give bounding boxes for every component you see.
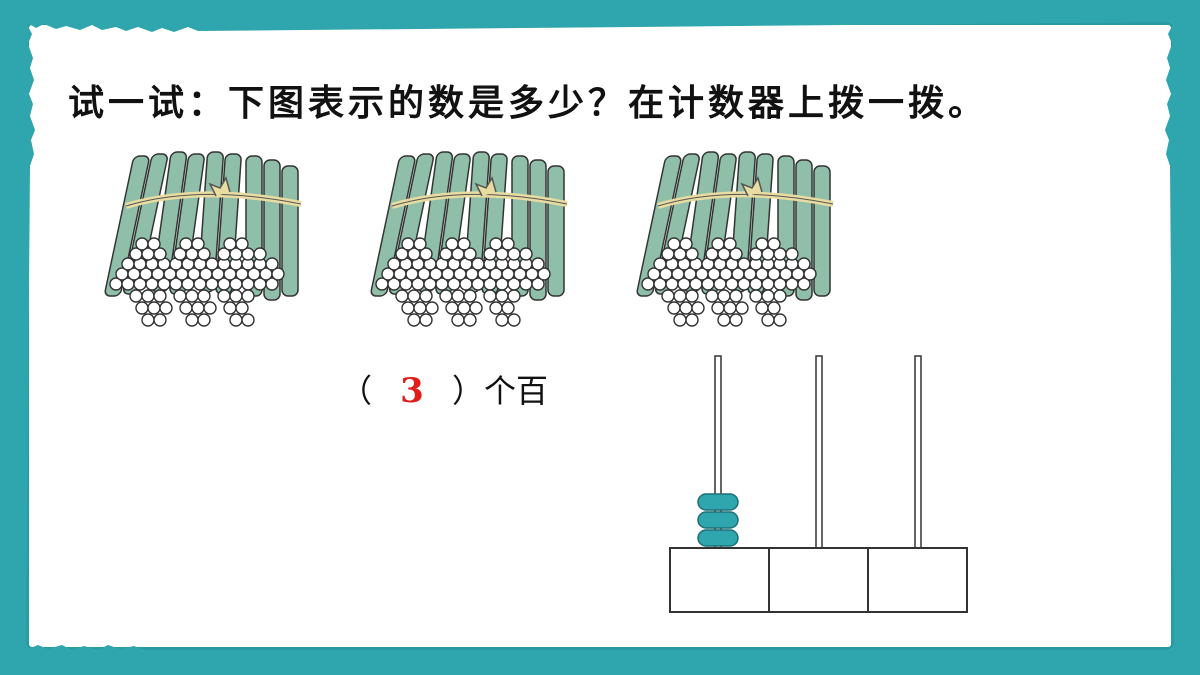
- close-paren: ）: [452, 372, 485, 410]
- answer-value[interactable]: 3: [400, 371, 424, 411]
- base-cell-tens: [768, 547, 869, 613]
- abacus-rods: [714, 355, 922, 553]
- abacus-bead[interactable]: [697, 493, 739, 511]
- rod-ones: [914, 355, 922, 553]
- base-cell-ones: [867, 547, 968, 613]
- abacus-bead[interactable]: [697, 511, 739, 529]
- base-cell-hundreds: [669, 547, 770, 613]
- rod-tens: [815, 355, 823, 553]
- abacus-beads: [697, 493, 739, 547]
- abacus-bead[interactable]: [697, 529, 739, 547]
- slide-frame: [26, 22, 1174, 650]
- page-title: 试一试：下图表示的数是多少？在计数器上拨一拨。: [68, 83, 989, 124]
- answer-line: （ 3 ）个百: [340, 366, 548, 412]
- abacus-base: [669, 547, 968, 613]
- hundred-stick-bundle: [104, 151, 302, 327]
- answer-unit: 个百: [484, 372, 549, 410]
- counting-frame[interactable]: [668, 352, 978, 618]
- hundred-stick-bundle: [370, 151, 568, 327]
- open-paren: （: [340, 372, 373, 410]
- hundred-stick-bundle: [636, 151, 834, 327]
